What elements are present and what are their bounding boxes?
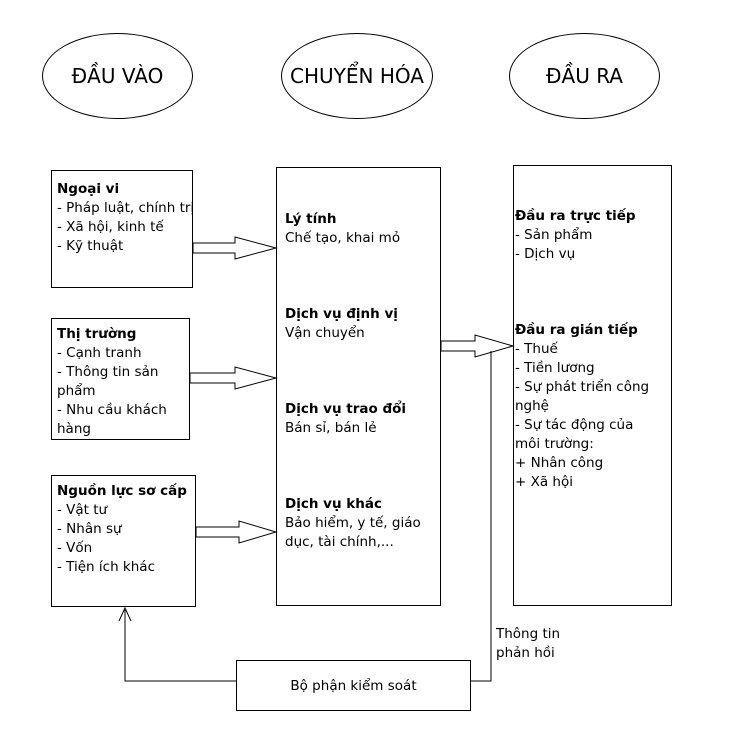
output-box: Đầu ra trực tiếp - Sản phẩm - Dịch vụ Đầ… [513,165,672,606]
external-item: - Kỹ thuật [57,238,124,254]
indirect-output-item: - Thuế [515,341,558,357]
indirect-output-item: - Tiền lương [515,360,595,376]
location-desc: Vận chuyển [285,325,365,341]
primary-item: - Vật tư [57,502,108,518]
external-item: - Xã hội, kinh tế [57,219,164,235]
indirect-output-title: Đầu ra gián tiếp [515,322,638,338]
physical-desc: Chế tạo, khai mỏ [285,230,401,246]
exchange-desc: Bán sỉ, bán lẻ [285,420,377,436]
other-section: Dịch vụ khác Bảo hiểm, y tế, giáo dục, t… [285,495,430,552]
indirect-output-section: Đầu ra gián tiếp - Thuế - Tiền lương - S… [515,321,655,492]
other-title: Dịch vụ khác [285,496,382,512]
exchange-section: Dịch vụ trao đổi Bán sỉ, bán lẻ [285,400,406,438]
indirect-output-item: - Sự tác động của môi trường: [515,417,634,452]
primary-title: Nguồn lực sơ cấp [57,483,187,499]
external-item: - Pháp luật, chính trị [57,200,195,216]
transform-header-label: CHUYỂN HÓA [290,64,424,88]
market-to-transform-arrow [189,366,278,390]
control-arrowhead [118,606,132,622]
direct-output-section: Đầu ra trực tiếp - Sản phẩm - Dịch vụ [515,207,636,264]
indirect-output-item: + Xã hội [515,474,573,490]
other-desc: Bảo hiểm, y tế, giáo dục, tài chính,... [285,515,421,550]
primary-item: - Nhân sự [57,521,122,537]
transformation-box: Lý tính Chế tạo, khai mỏ Dịch vụ định vị… [276,167,441,606]
direct-output-item: - Sản phẩm [515,227,593,243]
market-item: - Thông tin sản phẩm [57,364,159,399]
location-title: Dịch vụ định vị [285,306,398,322]
market-title: Thị trường [57,326,137,342]
external-title: Ngoại vi [57,181,120,197]
primary-item: - Vốn [57,540,93,556]
transform-header-ellipse: CHUYỂN HÓA [281,33,433,119]
direct-output-title: Đầu ra trực tiếp [515,208,636,224]
indirect-output-item: + Nhân công [515,455,604,471]
feedback-line [471,351,492,682]
control-unit-label: Bộ phận kiểm soát [290,677,417,694]
market-item: - Nhu cầu khách hàng [57,402,167,437]
output-header-ellipse: ĐẦU RA [509,33,660,119]
input-header-label: ĐẦU VÀO [71,64,164,88]
primary-resources-box: Nguồn lực sơ cấp - Vật tư - Nhân sự - Vố… [51,475,196,607]
control-unit-box: Bộ phận kiểm soát [236,660,471,711]
transform-to-output-arrow [440,334,515,358]
market-input-box: Thị trường - Cạnh tranh - Thông tin sản … [51,318,190,440]
direct-output-item: - Dịch vụ [515,246,576,262]
external-to-transform-arrow [192,236,278,260]
feedback-label: Thông tin phản hồi [496,626,561,661]
primary-item: - Tiện ích khác [57,559,155,575]
output-header-label: ĐẦU RA [546,64,623,88]
input-header-ellipse: ĐẦU VÀO [42,33,193,119]
location-section: Dịch vụ định vị Vận chuyển [285,305,398,343]
exchange-title: Dịch vụ trao đổi [285,401,407,417]
indirect-output-item: - Sự phát triển công nghệ [515,379,650,414]
market-item: - Cạnh tranh [57,345,142,361]
external-input-box: Ngoại vi - Pháp luật, chính trị - Xã hội… [51,170,195,288]
control-to-input-line [124,610,236,682]
physical-section: Lý tính Chế tạo, khai mỏ [285,210,400,248]
physical-title: Lý tính [285,211,337,227]
primary-to-transform-arrow [195,520,278,544]
